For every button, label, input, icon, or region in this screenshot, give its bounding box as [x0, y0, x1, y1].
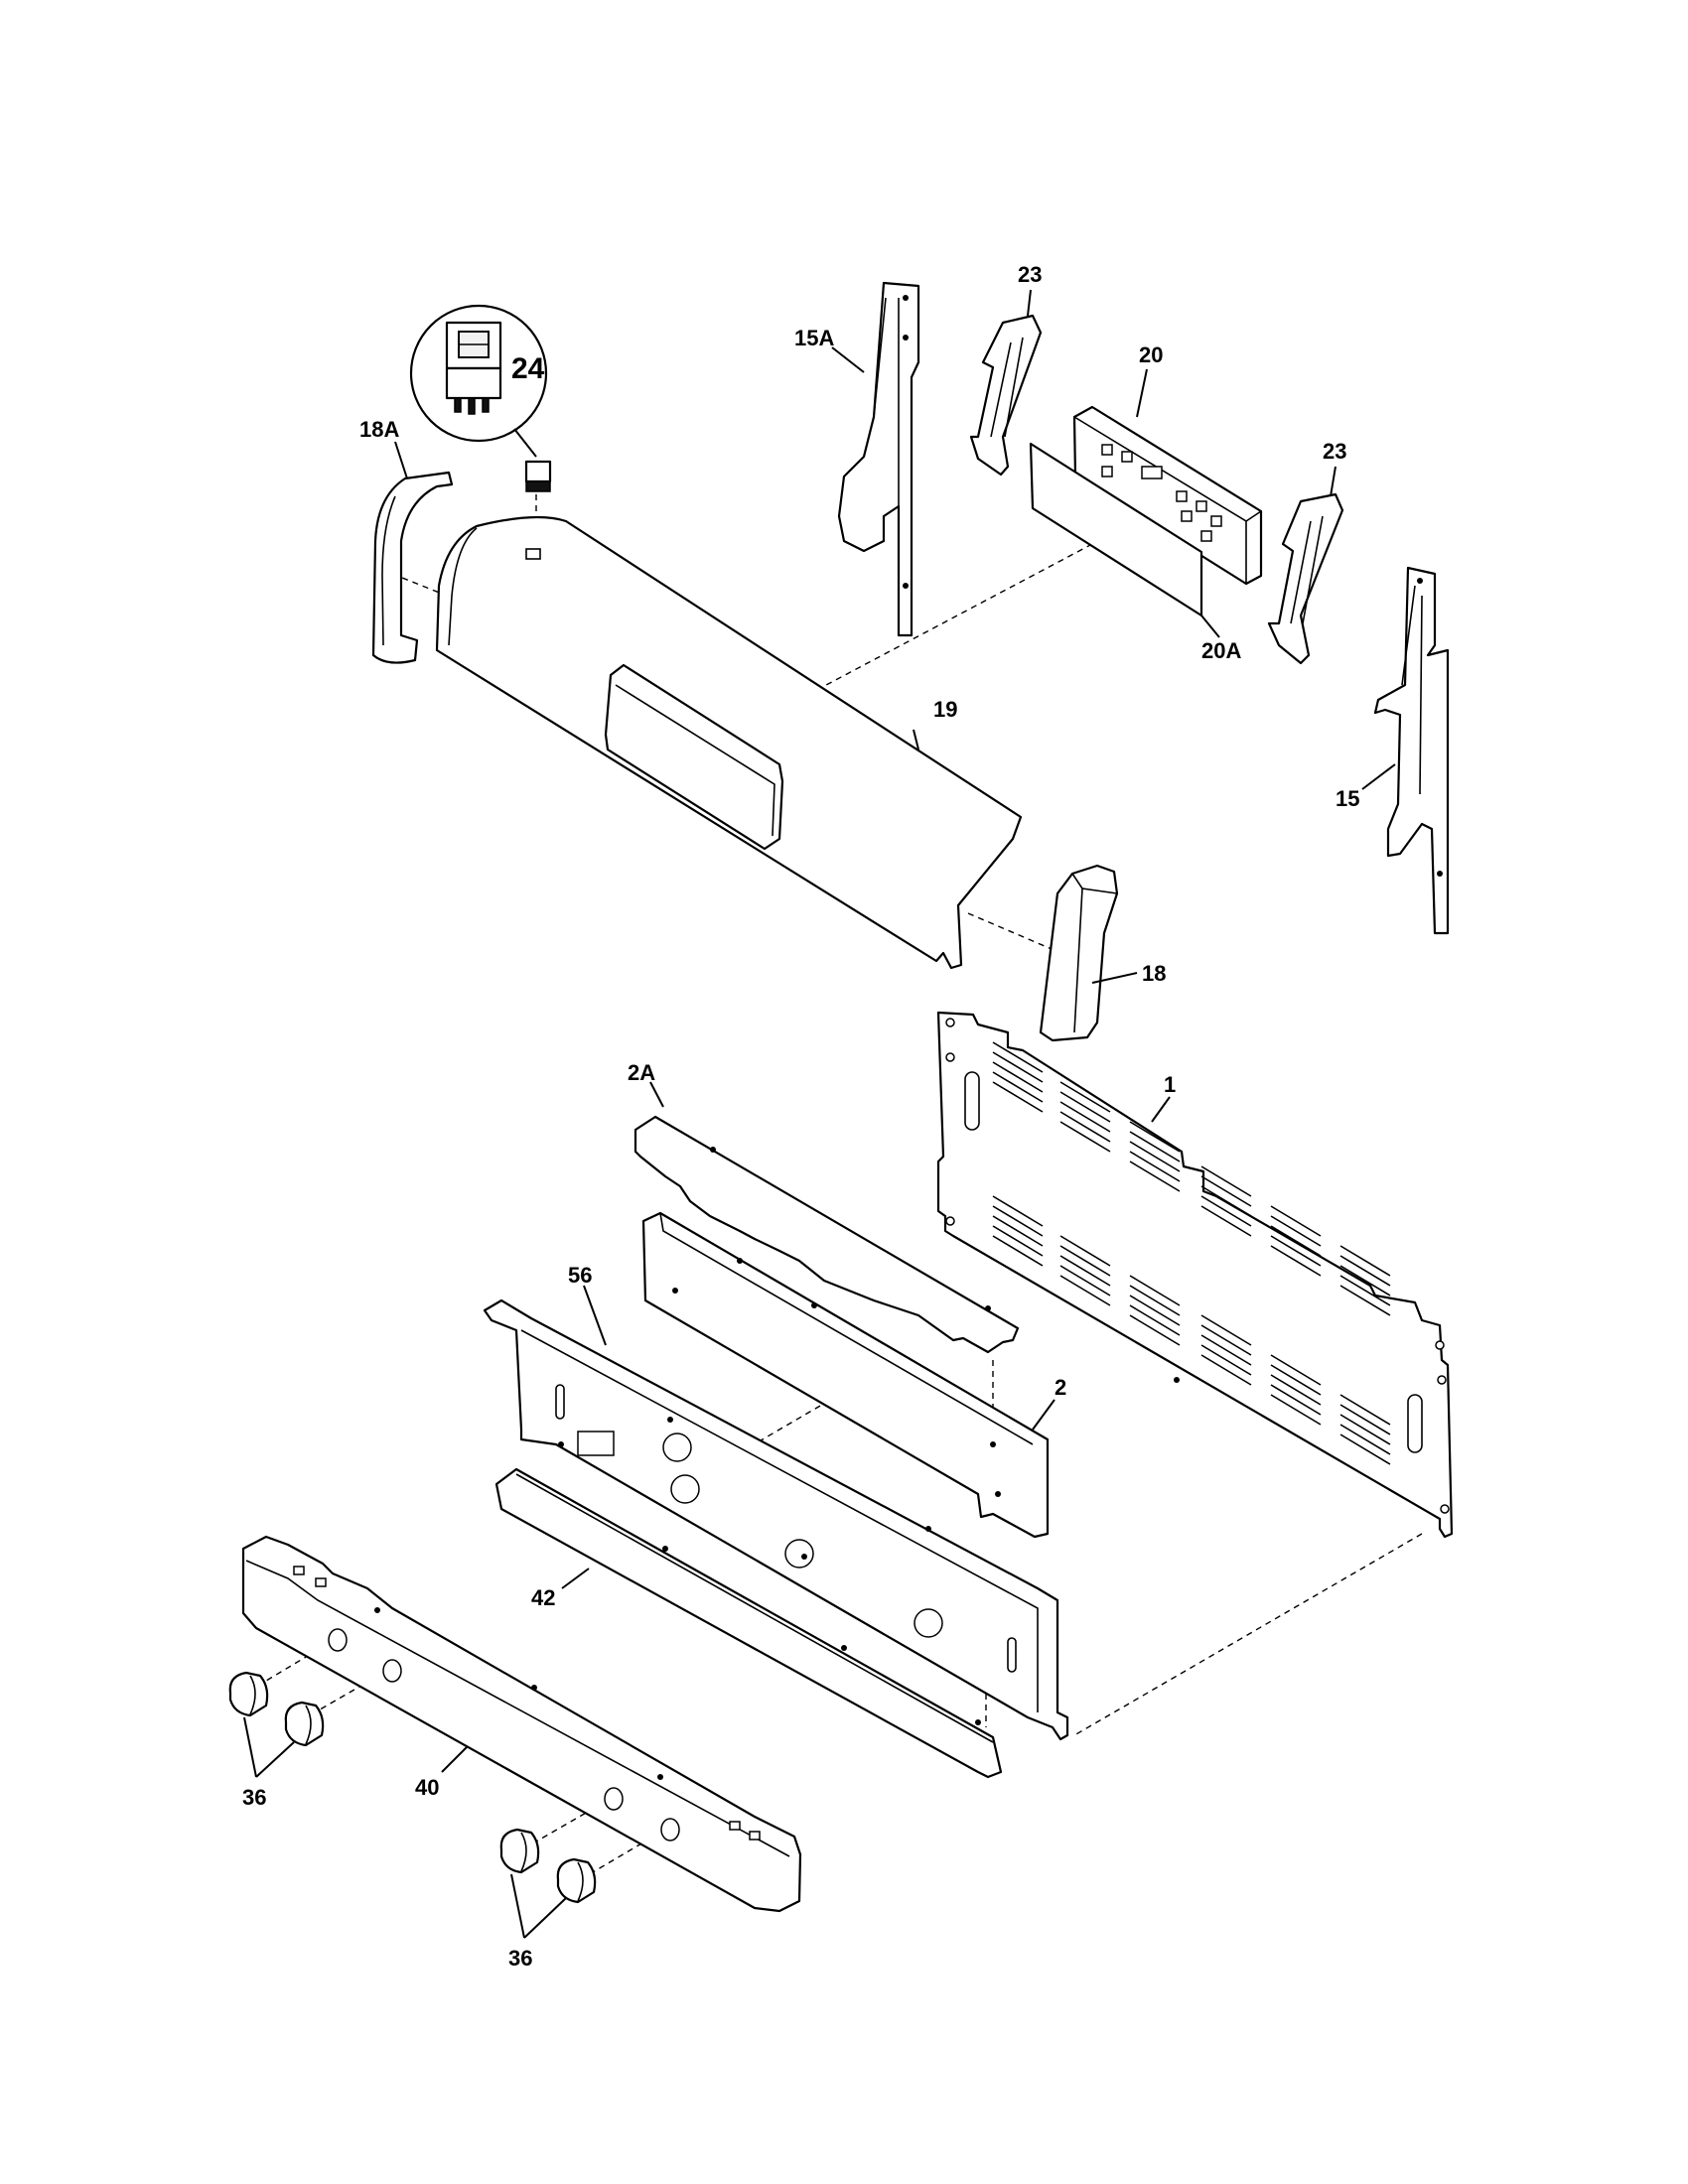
callout-40: 40: [415, 1775, 439, 1800]
part-1-rear-panel: 1: [936, 1011, 1454, 1539]
part-19-control-panel: 19: [435, 515, 1023, 970]
callout-36-right: 36: [508, 1946, 532, 1971]
callout-15a: 15A: [794, 326, 834, 350]
part-24-switch: 24: [409, 304, 552, 492]
part-2-inner-panel: 2: [641, 1211, 1066, 1539]
louvers-lower: [992, 1195, 1391, 1465]
callout-36-left: 36: [242, 1785, 266, 1810]
part-42-trim-strip: 42: [494, 1467, 1003, 1779]
part-15-right-bracket: 15: [1336, 566, 1450, 935]
part-36-knobs-right: 36: [499, 1828, 597, 1971]
callout-15: 15: [1336, 786, 1359, 811]
callout-42: 42: [531, 1585, 555, 1610]
callout-18: 18: [1142, 961, 1166, 986]
callout-20a: 20A: [1201, 638, 1241, 663]
callout-20: 20: [1139, 342, 1163, 367]
louvers-upper: [992, 1041, 1391, 1316]
callout-56: 56: [568, 1263, 592, 1288]
callout-23-top: 23: [1018, 262, 1042, 287]
callout-19: 19: [933, 697, 957, 722]
callout-24: 24: [511, 352, 545, 385]
part-23-top-clip: 23: [969, 262, 1042, 477]
part-56-manifold-panel: 56: [483, 1263, 1069, 1741]
part-20a-overlay: 20A: [1029, 442, 1241, 663]
part-20-control-board: 20: [1072, 342, 1263, 586]
part-23-right-clip: 23: [1267, 439, 1346, 665]
part-18-right-end-cap: 18: [1039, 864, 1166, 1042]
callout-23-right: 23: [1323, 439, 1346, 464]
callout-2: 2: [1055, 1375, 1066, 1400]
part-40-front-panel: 40: [241, 1535, 802, 1913]
part-15a-left-bracket: 15A: [794, 281, 920, 637]
part-2a-top-trim: 2A: [628, 1060, 1020, 1354]
part-36-knobs-left: 36: [228, 1671, 325, 1810]
callout-2a: 2A: [628, 1060, 655, 1085]
callout-1: 1: [1164, 1072, 1176, 1097]
callout-18a: 18A: [359, 417, 399, 442]
part-18a-left-end-cap: 18A: [359, 417, 454, 664]
